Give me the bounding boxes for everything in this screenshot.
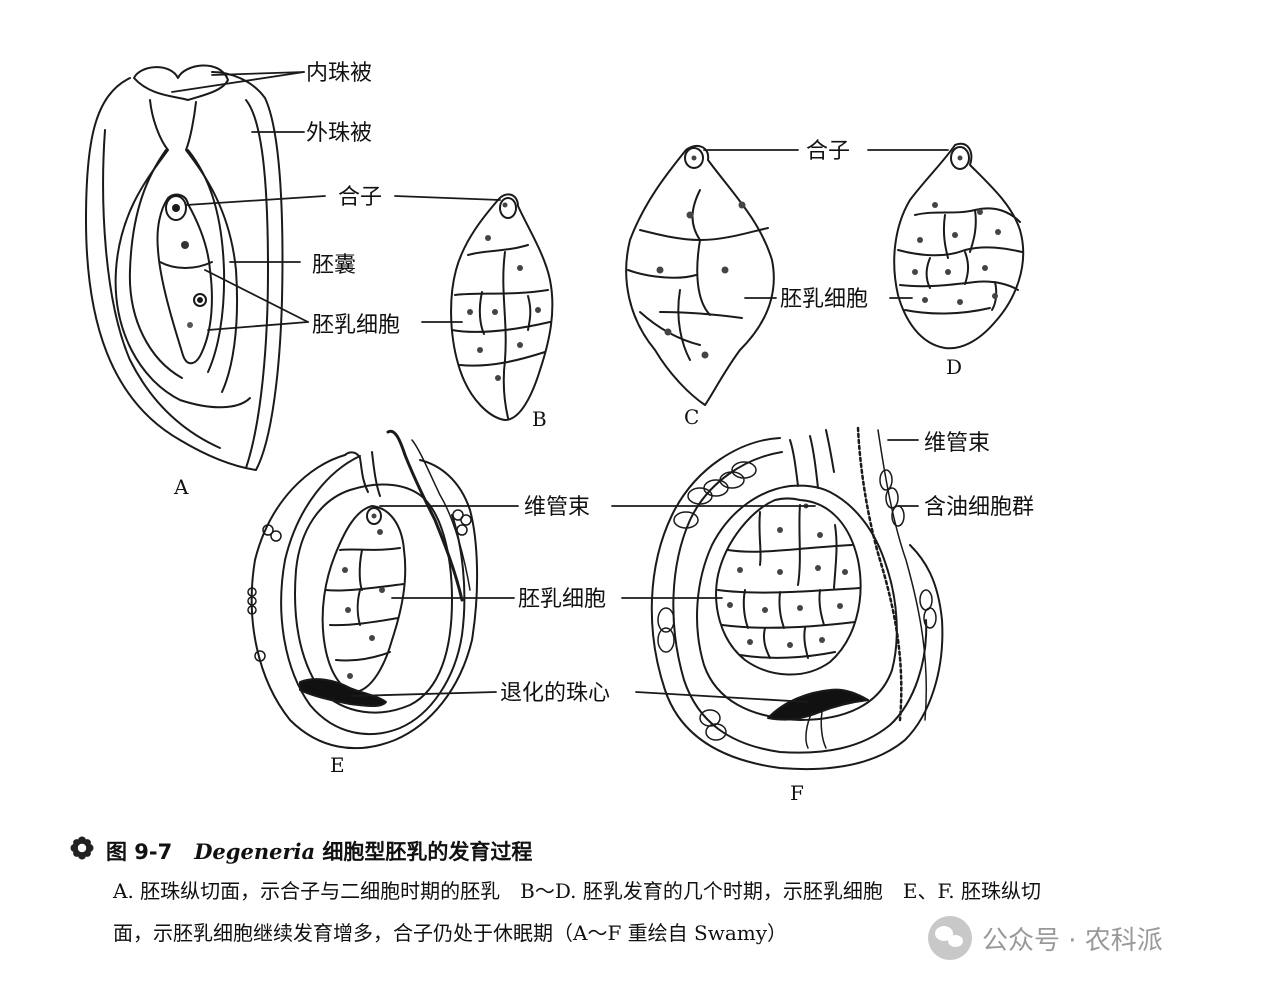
label-degenerated-nucellus: 退化的珠心: [500, 681, 610, 706]
label-endosperm-cells-a: 胚乳细胞: [312, 313, 400, 338]
label-zygote-a: 合子: [338, 185, 382, 210]
label-vascular-bundle-e: 维管束: [524, 495, 590, 520]
figure-caption-title: 图 9-7 Degeneria 细胞型胚乳的发育过程: [106, 836, 532, 866]
panel-letter-e: E: [330, 753, 345, 777]
panel-letter-b: B: [532, 407, 547, 431]
labels: 内珠被 外珠被 合子 胚囊 胚乳细胞 合子 胚乳细胞 维管束 含油细胞群 维管束…: [173, 61, 1034, 805]
flower-bullet-icon: [70, 836, 94, 860]
wechat-icon: [928, 916, 972, 960]
label-outer-integument: 外珠被: [306, 121, 372, 146]
caption-line-1: A. 胚珠纵切面，示合子与二细胞时期的胚乳 B～D. 胚乳发育的几个时期，示胚乳…: [113, 879, 1041, 903]
label-endosperm-cells-cd: 胚乳细胞: [780, 287, 868, 312]
label-endosperm-cells-ef: 胚乳细胞: [518, 587, 606, 612]
panel-letter-c: C: [684, 405, 699, 429]
label-vascular-bundle-f: 维管束: [924, 431, 990, 456]
panel-letter-f: F: [790, 781, 804, 805]
leader-lines: [171, 71, 949, 703]
figure-title: 细胞型胚乳的发育过程: [322, 840, 533, 864]
panel-a-ovule: [85, 64, 284, 471]
figure-genus: Degeneria: [194, 839, 316, 864]
panel-letter-d: D: [946, 355, 962, 379]
label-inner-integument: 内珠被: [306, 61, 372, 86]
panel-letter-a: A: [173, 475, 189, 499]
panel-e-ovule: [247, 429, 479, 750]
watermark: 公众号 · 农科派: [928, 916, 1163, 960]
label-oil-cells: 含油细胞群: [924, 495, 1034, 520]
label-zygote-cd: 合子: [806, 139, 850, 164]
panel-b-endosperm: [450, 193, 554, 421]
label-embryo-sac: 胚囊: [312, 253, 356, 278]
caption-line-2: 面，示胚乳细胞继续发育增多，合子仍处于休眠期（A～F 重绘自 Swamy）: [113, 921, 788, 945]
panel-d-endosperm: [893, 142, 1025, 350]
panel-c-endosperm: [625, 144, 775, 406]
figure-number: 图 9-7: [106, 840, 173, 864]
watermark-text: 公众号 · 农科派: [982, 925, 1163, 956]
